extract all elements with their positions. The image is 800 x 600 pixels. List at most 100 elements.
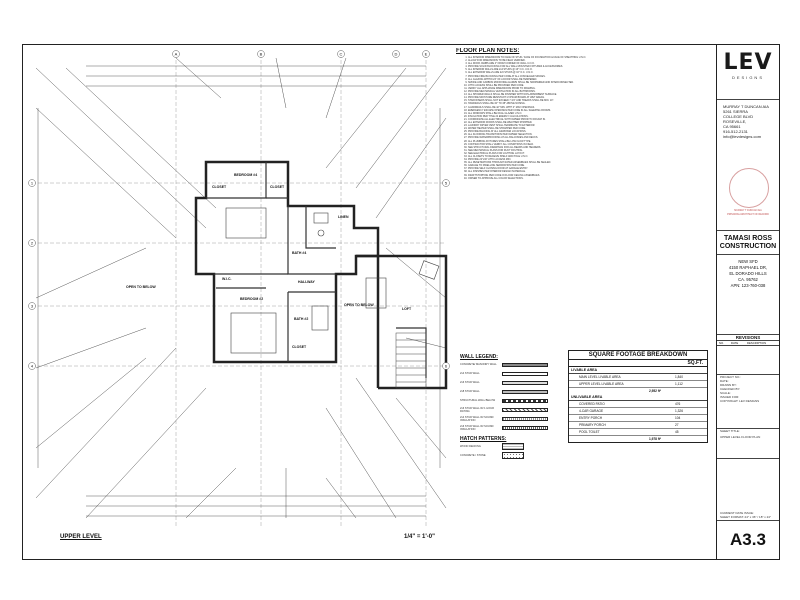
note-item: ALL INTERIOR WALLS ARE 2x4 STUDS @ 16" O…: [468, 68, 714, 71]
info-drawn-by: DRAWN BY:: [720, 383, 737, 387]
sqft-livable-total: 2,952 ft²: [648, 389, 661, 393]
grid-bubble-d: D: [395, 52, 398, 57]
project-info: NEW SFD 4150 RAPHAEL DR, EL DORADO HILLS…: [717, 255, 779, 289]
note-item: ATTIC ACCESS SHALL BE PROVIDED PER CODE.: [468, 84, 714, 87]
view-scale: 1/4" = 1'-0": [404, 534, 435, 540]
wall-swatch: [502, 362, 548, 367]
hatch-row: CONCRETE / STONE: [460, 451, 556, 460]
wall-legend: WALL LEGEND: CONCRETE/ MASONRY WALL 2x4 …: [460, 354, 556, 460]
drawing-sheet-border: [22, 44, 780, 560]
sqft-item-name: UPPER LEVEL LIVABLE AREA: [579, 382, 624, 386]
note-item: ALL SHOWER WALLS SHALL BE FINISHED WITH …: [468, 93, 714, 96]
wall-legend-label: 2x6 STUD WALL W/ SOUND INSULATION: [460, 424, 494, 431]
notes-title: FLOOR PLAN NOTES:: [456, 48, 520, 54]
roof-lines: [35, 57, 447, 519]
note-item: VERIFY ALL APPLIANCE DIMENSIONS PRIOR TO…: [468, 87, 714, 90]
grid-bubble-2: 2: [31, 241, 34, 246]
address-line: MURRAY T DUNCAN AIA: [723, 104, 769, 109]
wall-swatch: [502, 380, 548, 385]
sqft-title: SQUARE FOOTAGE BREAKDOWN: [569, 351, 707, 360]
grid-bubble-1: 1: [31, 181, 34, 186]
note-item: ALL FLOORING TRANSITIONS PER OWNER SELEC…: [468, 133, 714, 136]
sheet-title-cell: SHEET TITLE: UPPER LEVEL FLOOR PLAN: [717, 429, 779, 459]
logo-cell: LEV DESIGNS: [717, 44, 779, 100]
note-item: ALL PENETRATIONS THROUGH RATED ASSEMBLIE…: [468, 161, 714, 164]
wall-legend-label: CONCRETE/ MASONRY WALL: [460, 363, 497, 366]
info-date: DATE:: [720, 379, 729, 383]
notes-list: ALL INTERIOR DIMENSIONS TO FACE OF STUD …: [456, 56, 714, 180]
floor-plan-notes: FLOOR PLAN NOTES: ALL INTERIOR DIMENSION…: [456, 48, 714, 344]
grid-bubble-e: E: [425, 52, 428, 57]
hatch-swatch: [502, 452, 524, 459]
wall-swatch: [502, 416, 548, 421]
note-item: INSULATION PER TITLE 24 ENERGY CALCULATI…: [468, 115, 714, 118]
sqft-unit-row: SQ.FT.: [569, 360, 707, 367]
note-item: ALL EXTERIOR WALLS ARE 2x6 STUDS @ 16" O…: [468, 71, 714, 74]
wall-swatch: [502, 425, 548, 430]
address-line: CA 95661: [723, 124, 741, 129]
sheet-title-label: SHEET TITLE:: [720, 429, 740, 433]
sqft-item-name: 4-CAR GARAGE: [579, 409, 604, 413]
architect-address: MURRAY T DUNCAN AIA 5261 SIERRA COLLEGE …: [717, 100, 779, 139]
info-issued-for: ISSUED FOR:: [720, 395, 740, 399]
note-item: ALL CLOSETS TO RECEIVE SHELF AND POLE U.…: [468, 155, 714, 158]
rev-header-no: NO.: [719, 341, 724, 345]
note-item: PROVIDE SELF CLOSING DOOR AT GARAGE ENTR…: [468, 167, 714, 170]
room-label-bedroom-4: BEDROOM #4: [234, 173, 257, 177]
sqft-item-value: 476: [675, 402, 681, 406]
wall-legend-label: 2x8 STUD WALL: [460, 390, 480, 393]
revisions-title: REVISIONS: [735, 335, 761, 340]
sheet-number: A3.3: [730, 530, 766, 549]
wall-legend-label: STRUCTURAL WALL BELOW: [460, 399, 496, 402]
info-cell: PROJECT NO.: DATE: DRAWN BY: CHECKED BY:…: [717, 375, 779, 429]
seal-name: MURRAY T DUNCAN AIA: [734, 209, 762, 212]
info-project-no: PROJECT NO.:: [720, 375, 741, 379]
furniture: [225, 207, 440, 354]
address-line: 916-512-2131: [723, 129, 748, 134]
grid-bubbles-side: 1 2 3 4 5 6: [28, 179, 450, 370]
room-label-open-below-1: OPEN TO BELOW: [344, 303, 374, 307]
room-label-wic: W.I.C.: [222, 277, 232, 281]
note-item: ALL PLUMBING FIXTURES SHALL BE LOW FLOW …: [468, 140, 714, 143]
wall-swatch: [502, 398, 548, 403]
seal-caption: PRINCIPAL/ARCHITECT OF RECORD: [727, 213, 769, 216]
grid-bubbles-top: A B C D E: [172, 50, 430, 58]
note-item: PROVIDE WATERPROOFING AT ALL BALCONIES A…: [468, 136, 714, 139]
note-item: COORDINATE ALL ELECTRICAL WITH OWNER PRI…: [468, 118, 714, 121]
company-logo: LEV: [723, 50, 773, 75]
note-item: SEE MECHANICAL PLANS FOR DUCT ROUTING.: [468, 149, 714, 152]
sqft-item-value: 1,840: [675, 375, 683, 379]
wall-legend-row: 2x4 STUD WALL W/ SOUND INSULATION: [460, 414, 556, 423]
room-label-closet-3: CLOSET: [292, 345, 307, 349]
room-label-closet-1: CLOSET: [212, 185, 227, 189]
sqft-item-name: MAIN LEVEL LIVABLE AREA: [579, 375, 621, 379]
note-item: ALL FINISHES PER INTERIOR DESIGN SCHEDUL…: [468, 170, 714, 173]
note-item: GARAGE TO DWELLING SEPARATION PER CODE.: [468, 164, 714, 167]
hatch-row: WOOD DECKING: [460, 442, 556, 451]
grid-bubble-b: B: [260, 52, 263, 57]
note-item: SEE ELECTRICAL PLANS FOR LIGHTING LAYOUT…: [468, 152, 714, 155]
wall-swatch: [502, 389, 548, 394]
room-label-open-below-2: OPEN TO BELOW: [126, 285, 156, 289]
wall-legend-row: 2x6 STUD WALL W/ SOUND INSULATION: [460, 423, 556, 432]
room-label-bath-4: BATH #4: [292, 251, 306, 255]
address-cell: MURRAY T DUNCAN AIA 5261 SIERRA COLLEGE …: [717, 100, 779, 164]
current-date-issue: CURRENT DATE ISSUE:: [720, 511, 754, 515]
wall-legend-label: 2x4 STUD WALL: [460, 372, 480, 375]
room-label-bath-2: BATH #2: [294, 317, 308, 321]
room-label-hallway: HALLWAY: [298, 280, 315, 284]
sheet-format: SHEET FORMAT: 24" x 36" / 18" x 24": [720, 515, 771, 519]
grid-bubble-6: 6: [445, 364, 448, 369]
note-item: PROVIDE FIRE BLOCKING PER CODE AT ALL CO…: [468, 75, 714, 78]
sqft-unlivable-total: 1,978 ft²: [648, 437, 661, 441]
revisions-cell: REVISIONS NO. DATE DESCRIPTION: [717, 335, 779, 375]
title-block: LEV DESIGNS MURRAY T DUNCAN AIA 5261 SIE…: [716, 44, 780, 560]
note-item: PROVIDE MECHANICAL VENTILATION IN ALL BA…: [468, 90, 714, 93]
table-row: MAIN LEVEL LIVABLE AREA 1,840: [569, 374, 707, 381]
room-label-bedroom-2: BEDROOM #2: [240, 297, 263, 301]
note-item: WATER HEATER SHALL BE STRAPPED PER CODE.: [468, 127, 714, 130]
project-line: CA. 95762: [738, 277, 758, 282]
company-logo-sub: DESIGNS: [731, 75, 764, 80]
